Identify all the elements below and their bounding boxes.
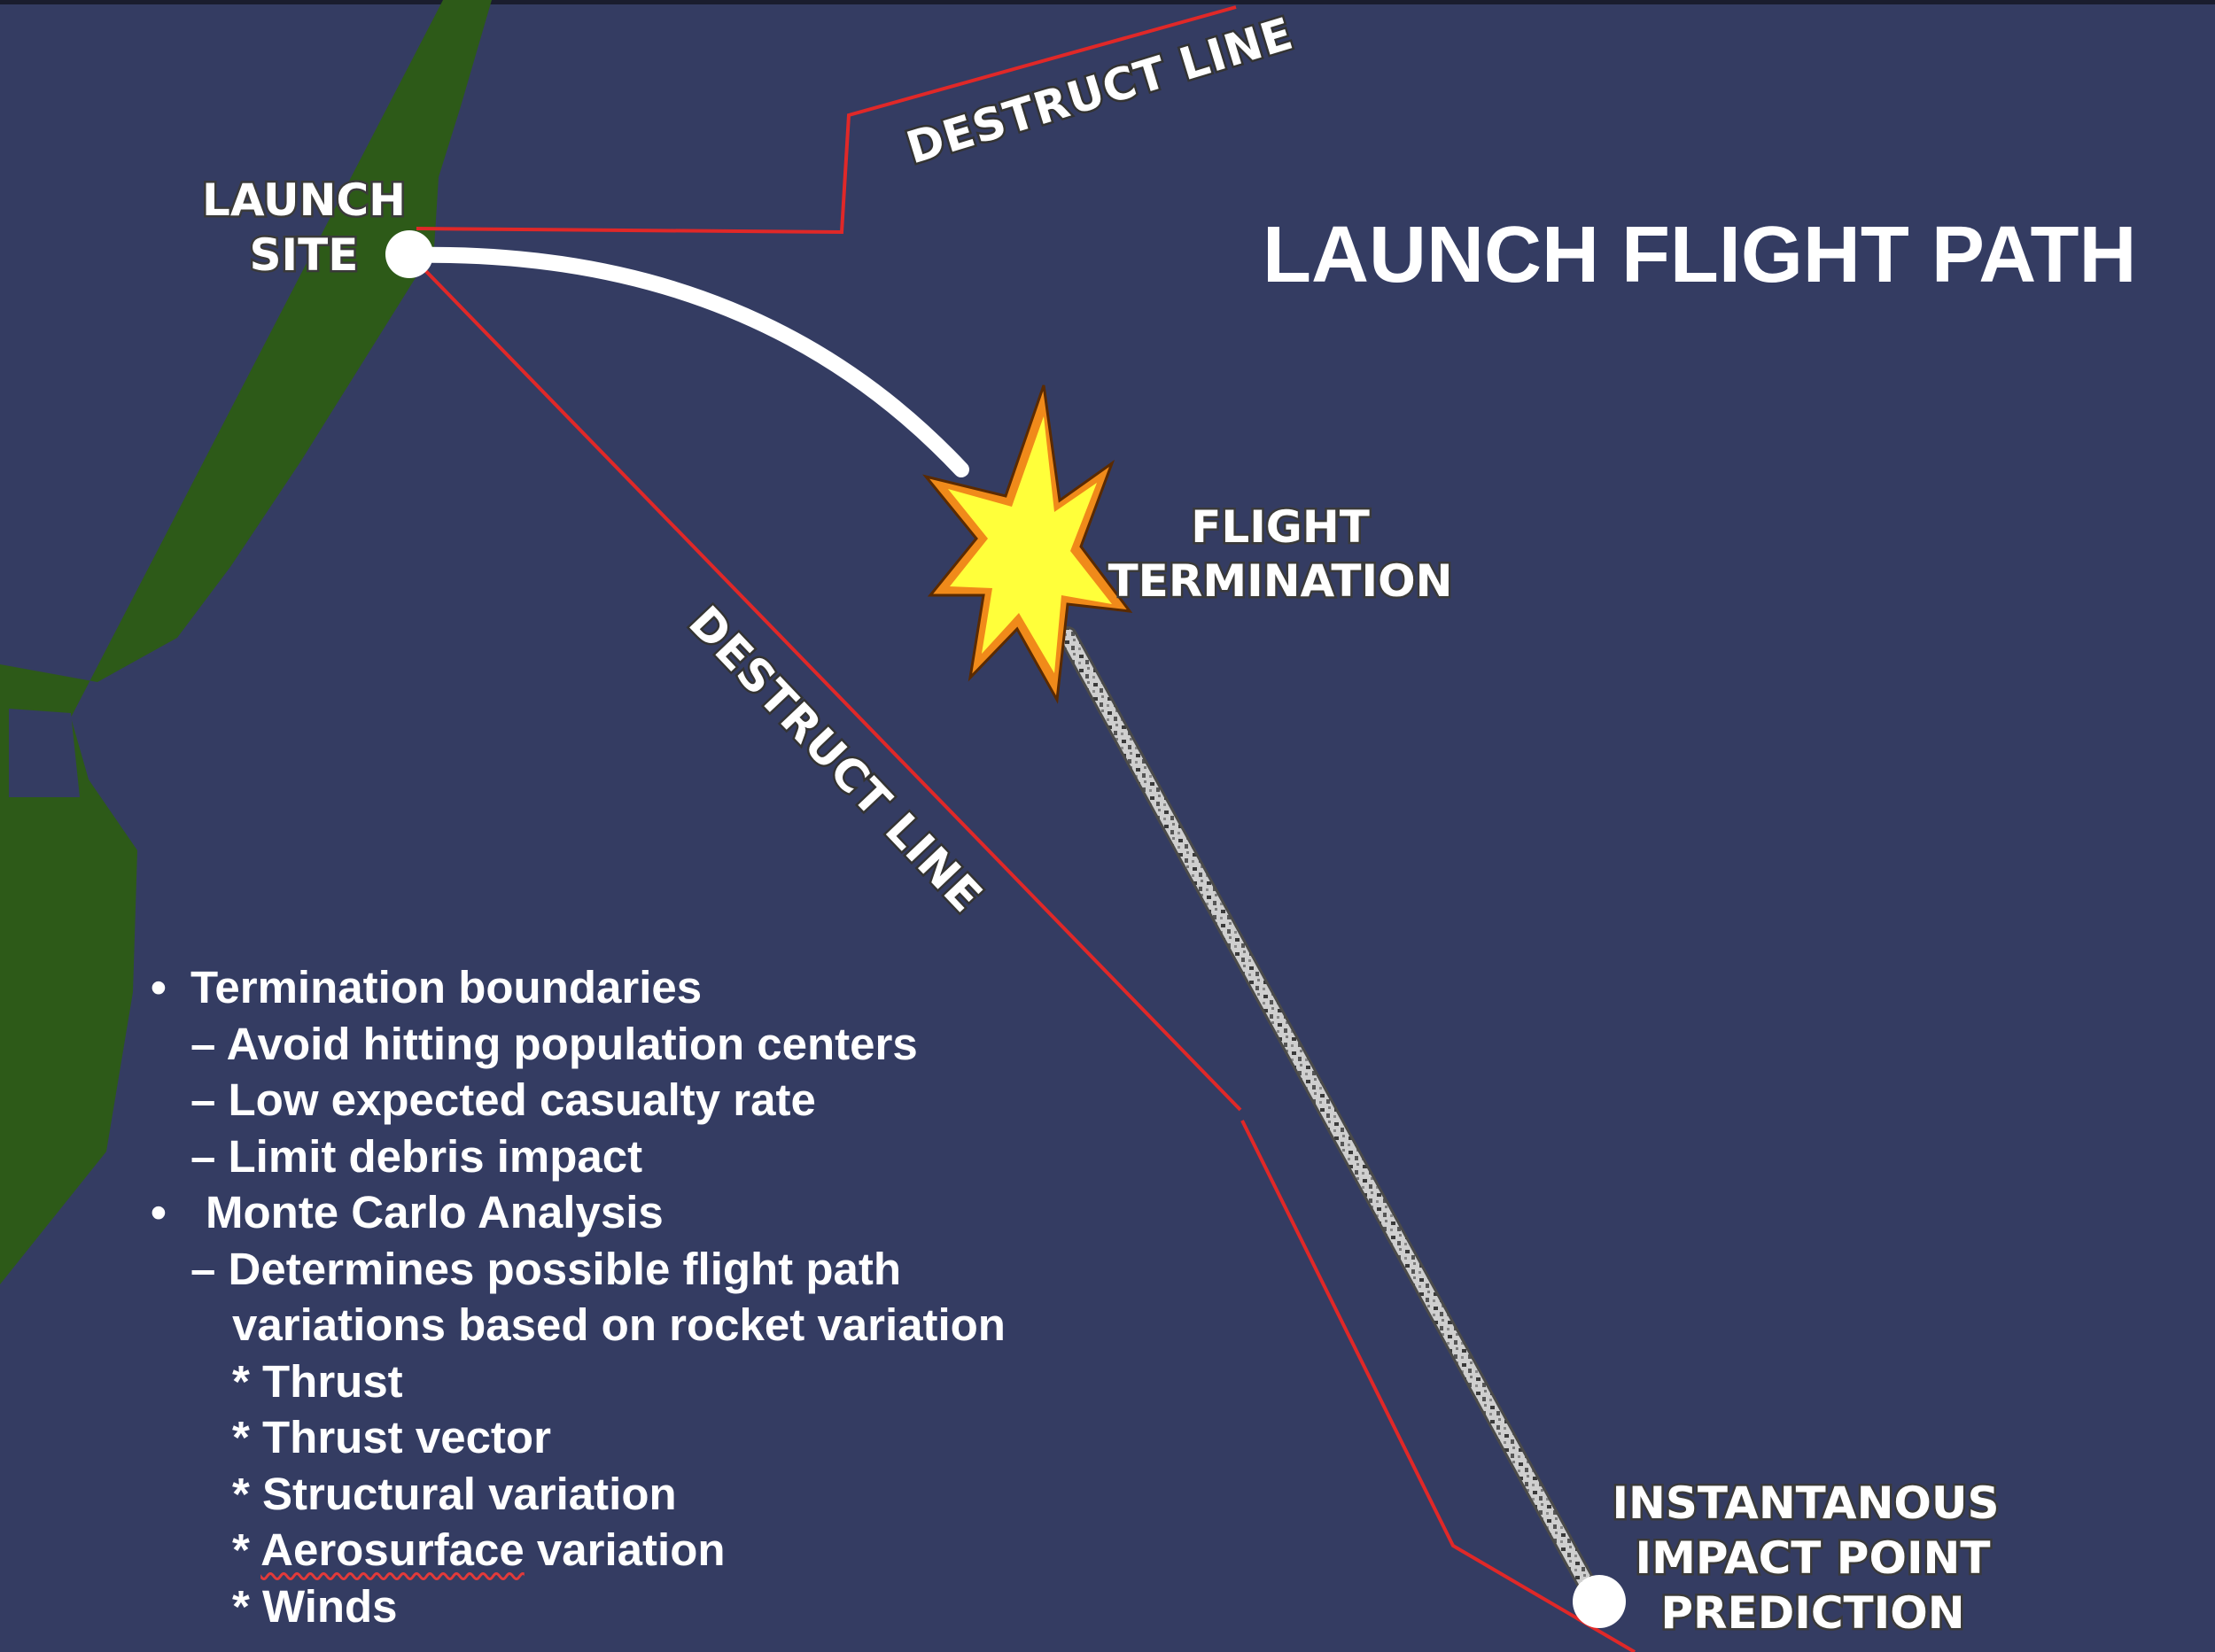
launch-site-label-line1: LAUNCH (202, 175, 406, 226)
bullet-text: Termination boundaries (190, 962, 703, 1012)
launch-site-label-line2: SITE (250, 229, 359, 281)
variation-item: * Winds (232, 1580, 398, 1632)
sub-bullet-continuation: variations based on rocket variation (232, 1299, 1006, 1350)
sub-bullet-item: – Low expected casualty rate (190, 1074, 816, 1125)
sub-bullet-item: – Determines possible flight path (190, 1243, 901, 1294)
bullet-list: • Termination boundaries – Avoid hitting … (151, 959, 1006, 1634)
page-title: LAUNCH FLIGHT PATH (1263, 211, 2137, 299)
variation-item: * Thrust vector (232, 1412, 551, 1462)
top-border (0, 0, 2215, 4)
destruct-line-lower-path (1240, 1120, 1636, 1652)
variation-item: * Thrust (232, 1355, 403, 1407)
impact-label-line2: IMPACT POINT (1635, 1532, 1990, 1584)
bullet-item: • Termination boundaries (151, 959, 1006, 1016)
land-mass (0, 0, 492, 1284)
impact-label-line1: INSTANTANOUS (1612, 1477, 1999, 1529)
flight-path-arc (402, 246, 969, 477)
bullet-text: Monte Carlo Analysis (206, 1187, 664, 1237)
impact-label-line3: PREDICTION (1660, 1587, 1964, 1639)
sub-bullet-item: – Avoid hitting population centers (190, 1018, 918, 1069)
bullet-icon: • (151, 962, 167, 1012)
impact-point-marker (1573, 1575, 1626, 1628)
bullet-item: • Monte Carlo Analysis (151, 1184, 1006, 1241)
flight-termination-label-line2: TERMINATION (1108, 555, 1453, 607)
launch-site-marker (385, 230, 433, 278)
variation-item: * Structural variation (232, 1468, 677, 1519)
spellcheck-word: Aerosurface (260, 1524, 525, 1575)
land-inlet (9, 709, 80, 797)
variation-rest: variation (524, 1524, 726, 1575)
variation-item: * Aerosurface variation (151, 1522, 1006, 1578)
variation-star: * (232, 1524, 261, 1575)
debris-fall-path-texture (1061, 629, 1602, 1606)
destruct-line-diagonal-path (415, 260, 1242, 1112)
destruct-line-top-path (416, 5, 1237, 235)
sub-bullet-item: – Limit debris impact (190, 1130, 643, 1182)
explosion-core (948, 416, 1112, 673)
flight-termination-label-line1: FLIGHT (1191, 501, 1370, 553)
bullet-icon: • (151, 1187, 167, 1237)
